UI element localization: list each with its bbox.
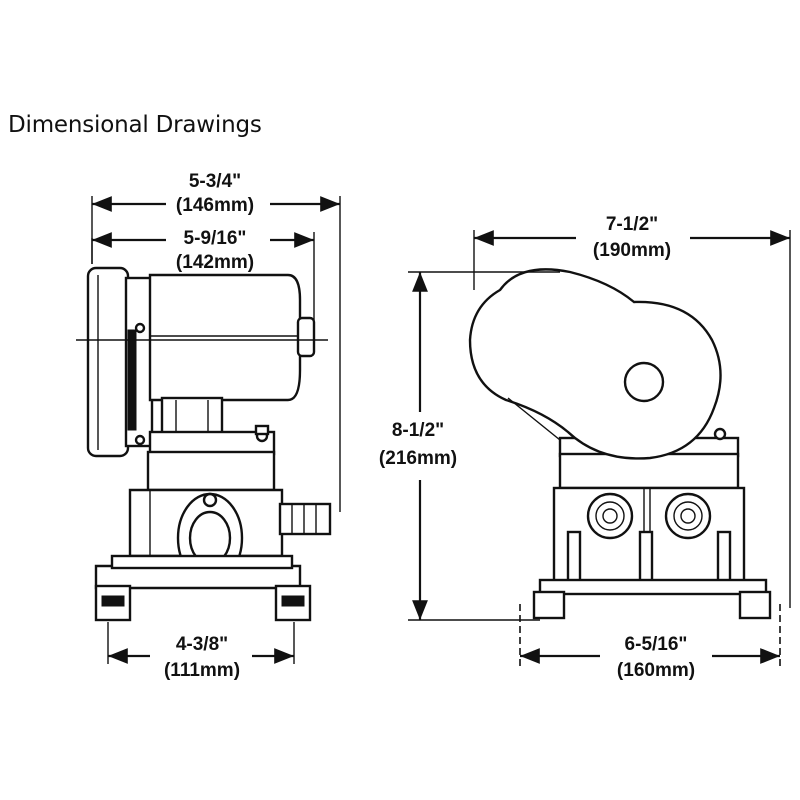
left-base-width-metric: (111mm) — [164, 660, 240, 681]
right-height-imperial: 8-1/2" — [392, 420, 444, 441]
left-overall-width-imperial: 5-3/4" — [189, 171, 241, 192]
end-view-pump — [468, 268, 772, 620]
right-base-width-imperial: 6-5/16" — [625, 634, 688, 655]
right-base-width-metric: (160mm) — [617, 660, 695, 681]
side-view-pump — [76, 266, 332, 622]
left-overall-width-metric: (146mm) — [176, 195, 254, 216]
right-height-metric: (216mm) — [379, 448, 457, 469]
page-title: Dimensional Drawings — [8, 112, 262, 138]
left-inner-width-imperial: 5-9/16" — [184, 228, 247, 249]
left-base-width-imperial: 4-3/8" — [176, 634, 228, 655]
right-top-width-imperial: 7-1/2" — [606, 214, 658, 235]
right-top-width-metric: (190mm) — [593, 240, 671, 261]
left-inner-width-metric: (142mm) — [176, 252, 254, 273]
